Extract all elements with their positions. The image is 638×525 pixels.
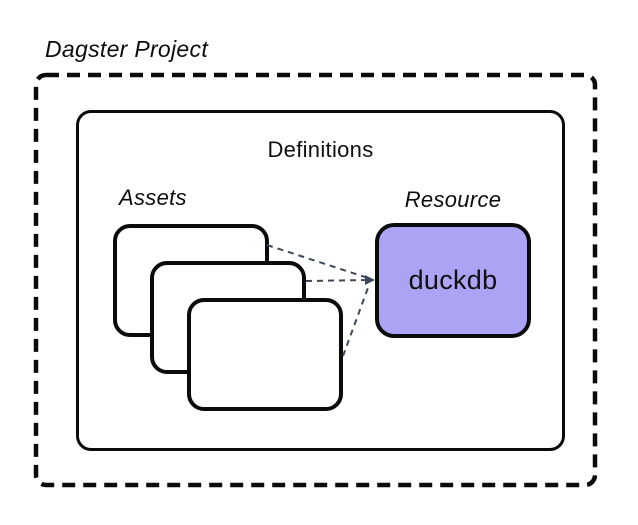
asset-card-front: [187, 298, 343, 411]
resource-box-label: duckdb: [408, 265, 498, 295]
resource-box-duckdb: duckdb: [375, 223, 531, 338]
definitions-label: Definitions: [267, 137, 374, 162]
diagram-title: Dagster Project: [45, 36, 209, 62]
assets-label: Assets: [119, 185, 187, 210]
resource-label: Resource: [404, 187, 502, 212]
